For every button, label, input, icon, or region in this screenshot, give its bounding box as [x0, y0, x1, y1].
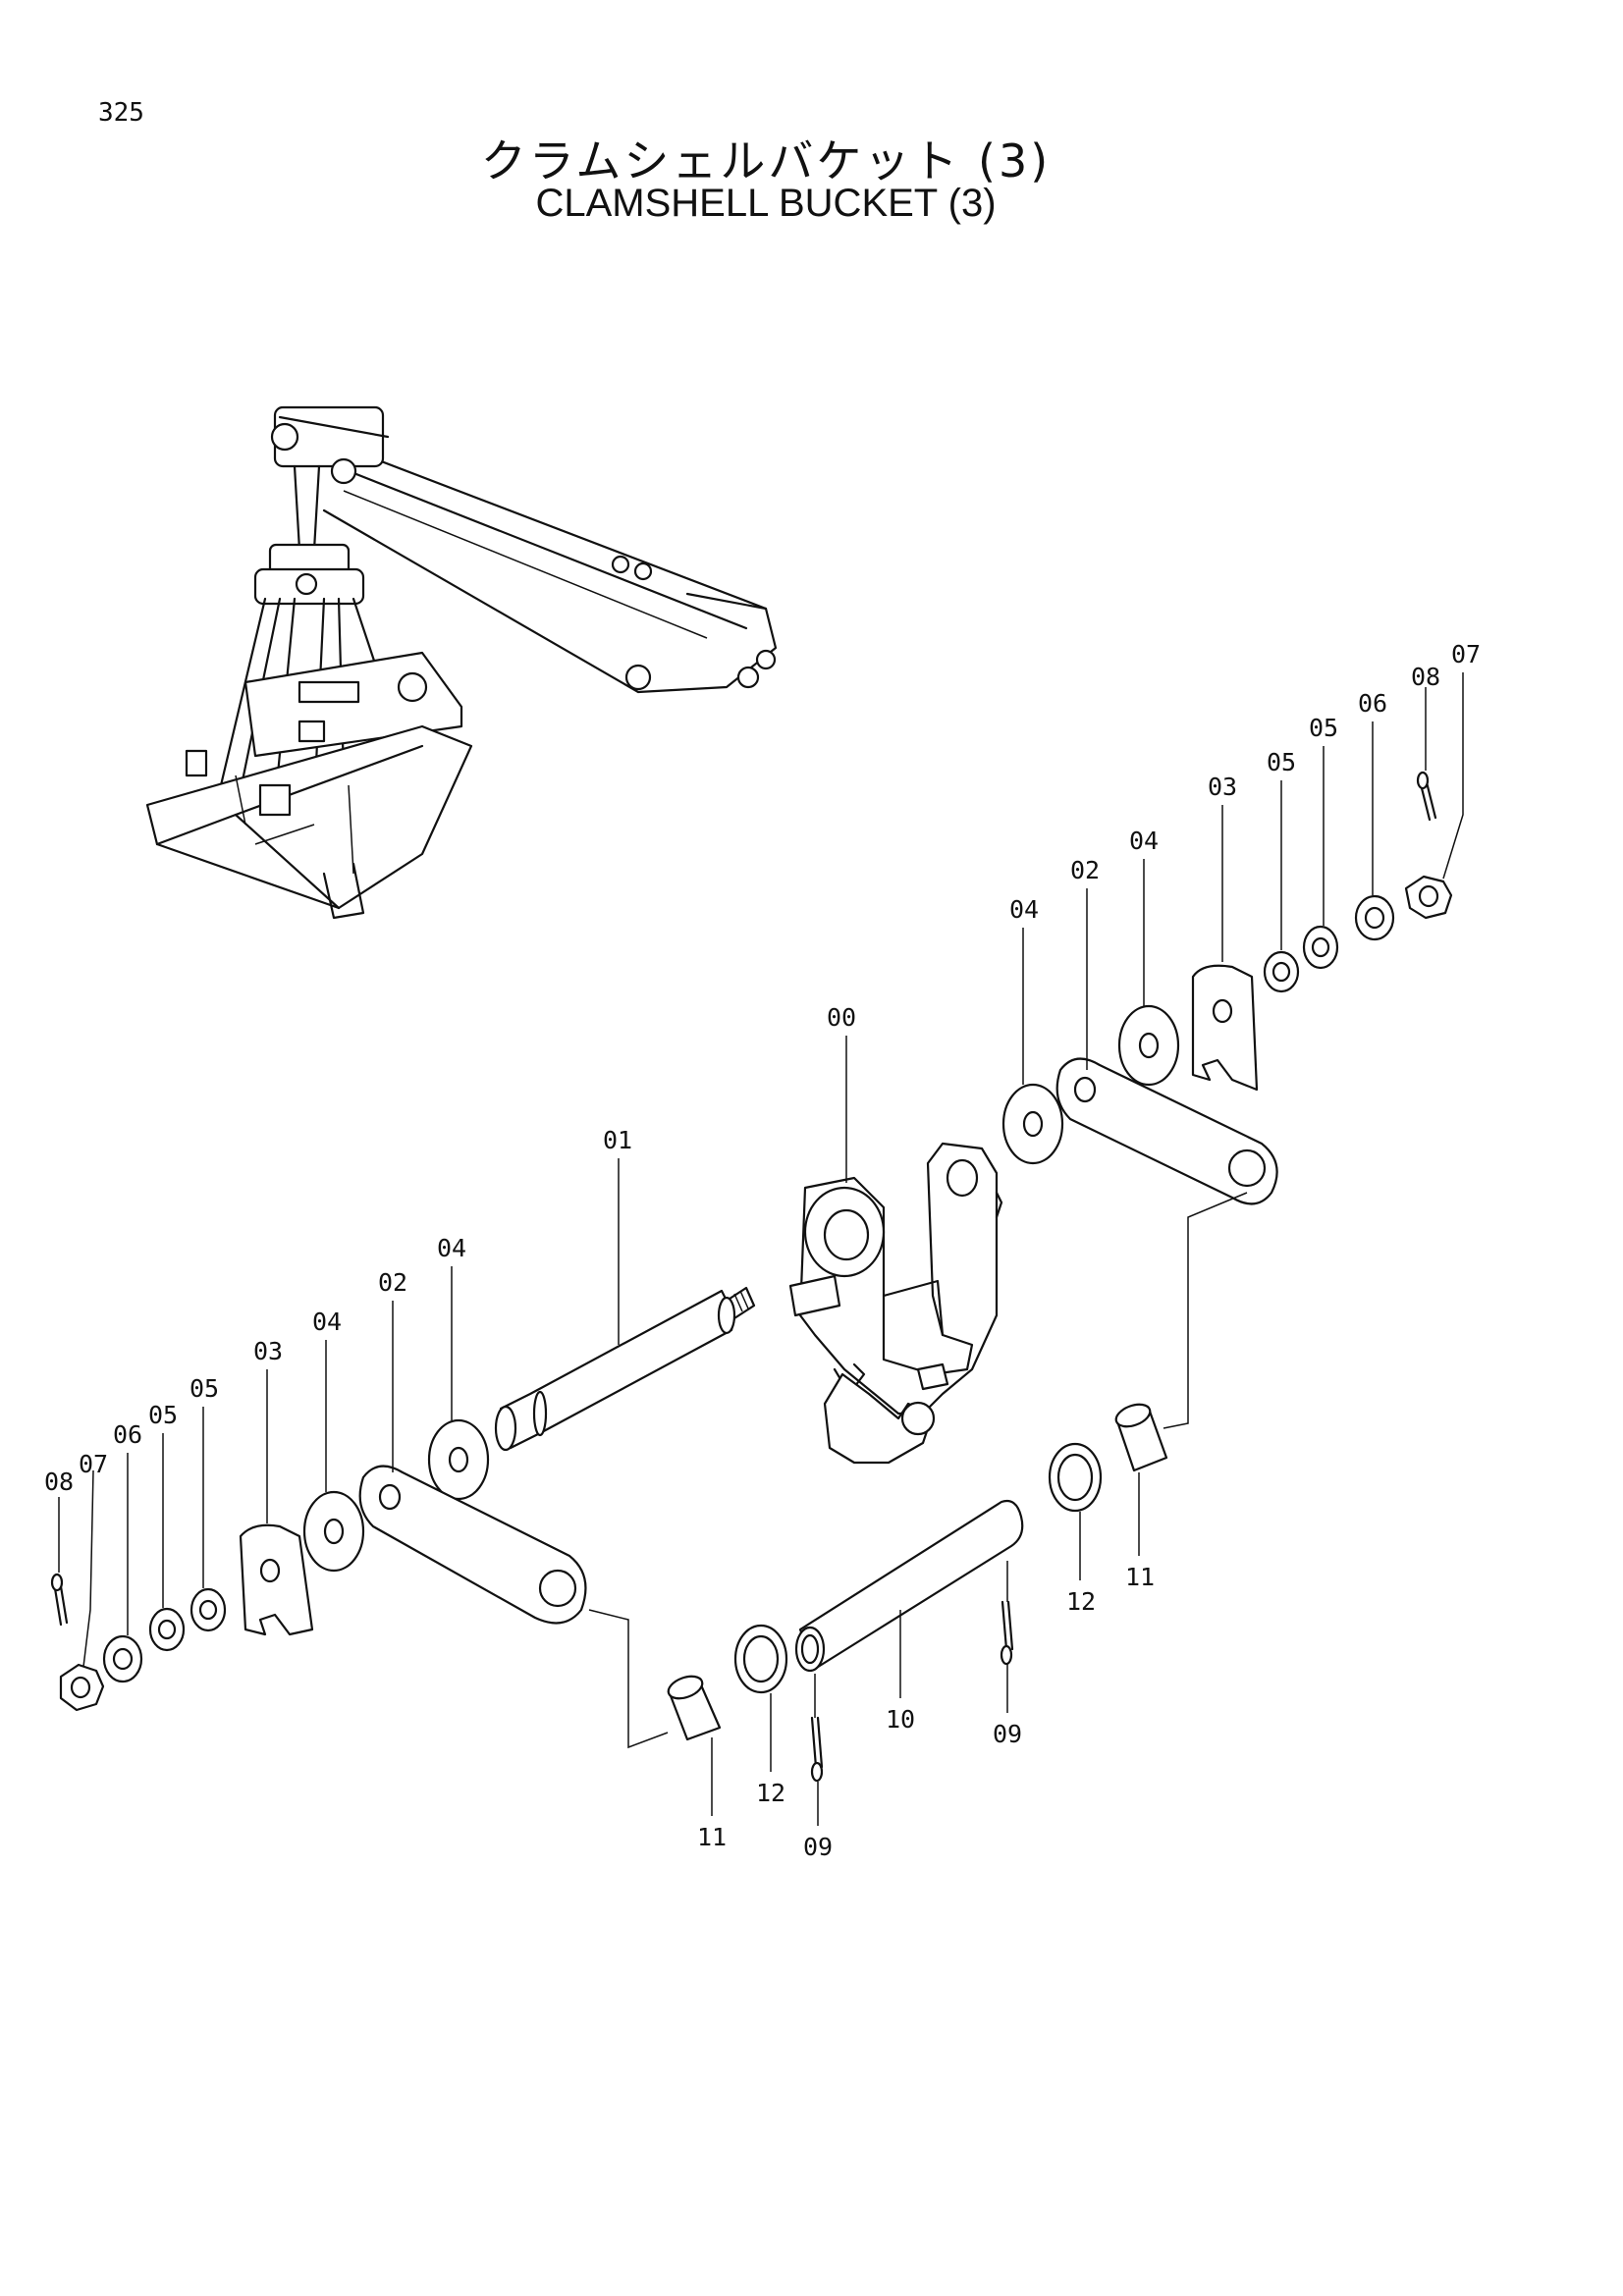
- plate-lower: [239, 1523, 314, 1636]
- cotter-upper: [1416, 771, 1437, 822]
- long-pin-part: [494, 1286, 756, 1452]
- cotter-pin10-right: [1000, 1600, 1014, 1666]
- nut-upper: [1404, 875, 1453, 920]
- part-label-01: 01: [603, 1126, 632, 1154]
- part-label-04-lower-inner: 04: [437, 1234, 466, 1262]
- ring6-lower: [102, 1634, 143, 1683]
- part-label-05-upper-b: 05: [1309, 714, 1338, 742]
- ring6-upper: [1354, 894, 1395, 941]
- part-label-11-left: 11: [697, 1823, 727, 1851]
- washer-lower-outer: [302, 1490, 365, 1573]
- link-upper: [1055, 1057, 1278, 1205]
- cotter-pin10-left: [810, 1716, 824, 1783]
- washer-upper-inner: [1001, 1083, 1064, 1165]
- part-label-09-right: 09: [993, 1720, 1022, 1748]
- part-label-07-upper: 07: [1451, 640, 1481, 668]
- ring-lower-b: [148, 1607, 186, 1652]
- bracket-part: [788, 1142, 1003, 1465]
- part-label-00: 00: [827, 1003, 856, 1032]
- short-pin-part: [794, 1499, 1024, 1673]
- part-label-03-lower: 03: [253, 1337, 283, 1365]
- washer-upper-outer: [1117, 1004, 1180, 1087]
- shim-left: [733, 1624, 788, 1694]
- page-title-english: CLAMSHELL BUCKET (3): [535, 182, 997, 225]
- part-label-05-upper-a: 05: [1267, 748, 1296, 776]
- part-label-04-lower-outer: 04: [312, 1308, 342, 1336]
- part-label-02-lower: 02: [378, 1268, 407, 1297]
- ring-upper-a: [1263, 950, 1300, 993]
- part-label-04-upper-inner: 04: [1009, 895, 1039, 924]
- bushing-right: [1114, 1403, 1168, 1472]
- part-label-12-right: 12: [1066, 1587, 1096, 1616]
- part-label-11-right: 11: [1125, 1563, 1155, 1591]
- ring-upper-b: [1302, 925, 1339, 970]
- clamshell-overview-illustration: [145, 405, 778, 920]
- part-label-09-left: 09: [803, 1833, 833, 1861]
- part-label-04-upper-outer: 04: [1129, 827, 1159, 855]
- part-label-10: 10: [886, 1705, 915, 1734]
- part-label-03-upper: 03: [1208, 773, 1237, 801]
- part-label-07-lower: 07: [79, 1450, 108, 1478]
- part-label-05-lower-a: 05: [189, 1374, 219, 1403]
- page-number: 325: [98, 98, 144, 128]
- part-label-05-lower-b: 05: [148, 1401, 178, 1429]
- part-label-06-lower: 06: [113, 1420, 142, 1449]
- nut-lower: [59, 1663, 105, 1712]
- bushing-left: [667, 1675, 722, 1741]
- page-title-japanese: クラムシェルバケット (3): [480, 134, 1052, 187]
- shim-right: [1048, 1442, 1103, 1513]
- plate-upper: [1191, 964, 1259, 1092]
- part-label-08-lower: 08: [44, 1468, 74, 1496]
- washer-lower-inner: [427, 1418, 490, 1501]
- part-label-12-left: 12: [756, 1779, 785, 1807]
- ring-lower-a: [189, 1587, 227, 1632]
- part-label-08-upper: 08: [1411, 663, 1440, 691]
- cotter-lower: [50, 1573, 69, 1627]
- link-lower: [358, 1465, 587, 1625]
- part-label-06-upper: 06: [1358, 689, 1387, 718]
- part-label-02-upper: 02: [1070, 856, 1100, 884]
